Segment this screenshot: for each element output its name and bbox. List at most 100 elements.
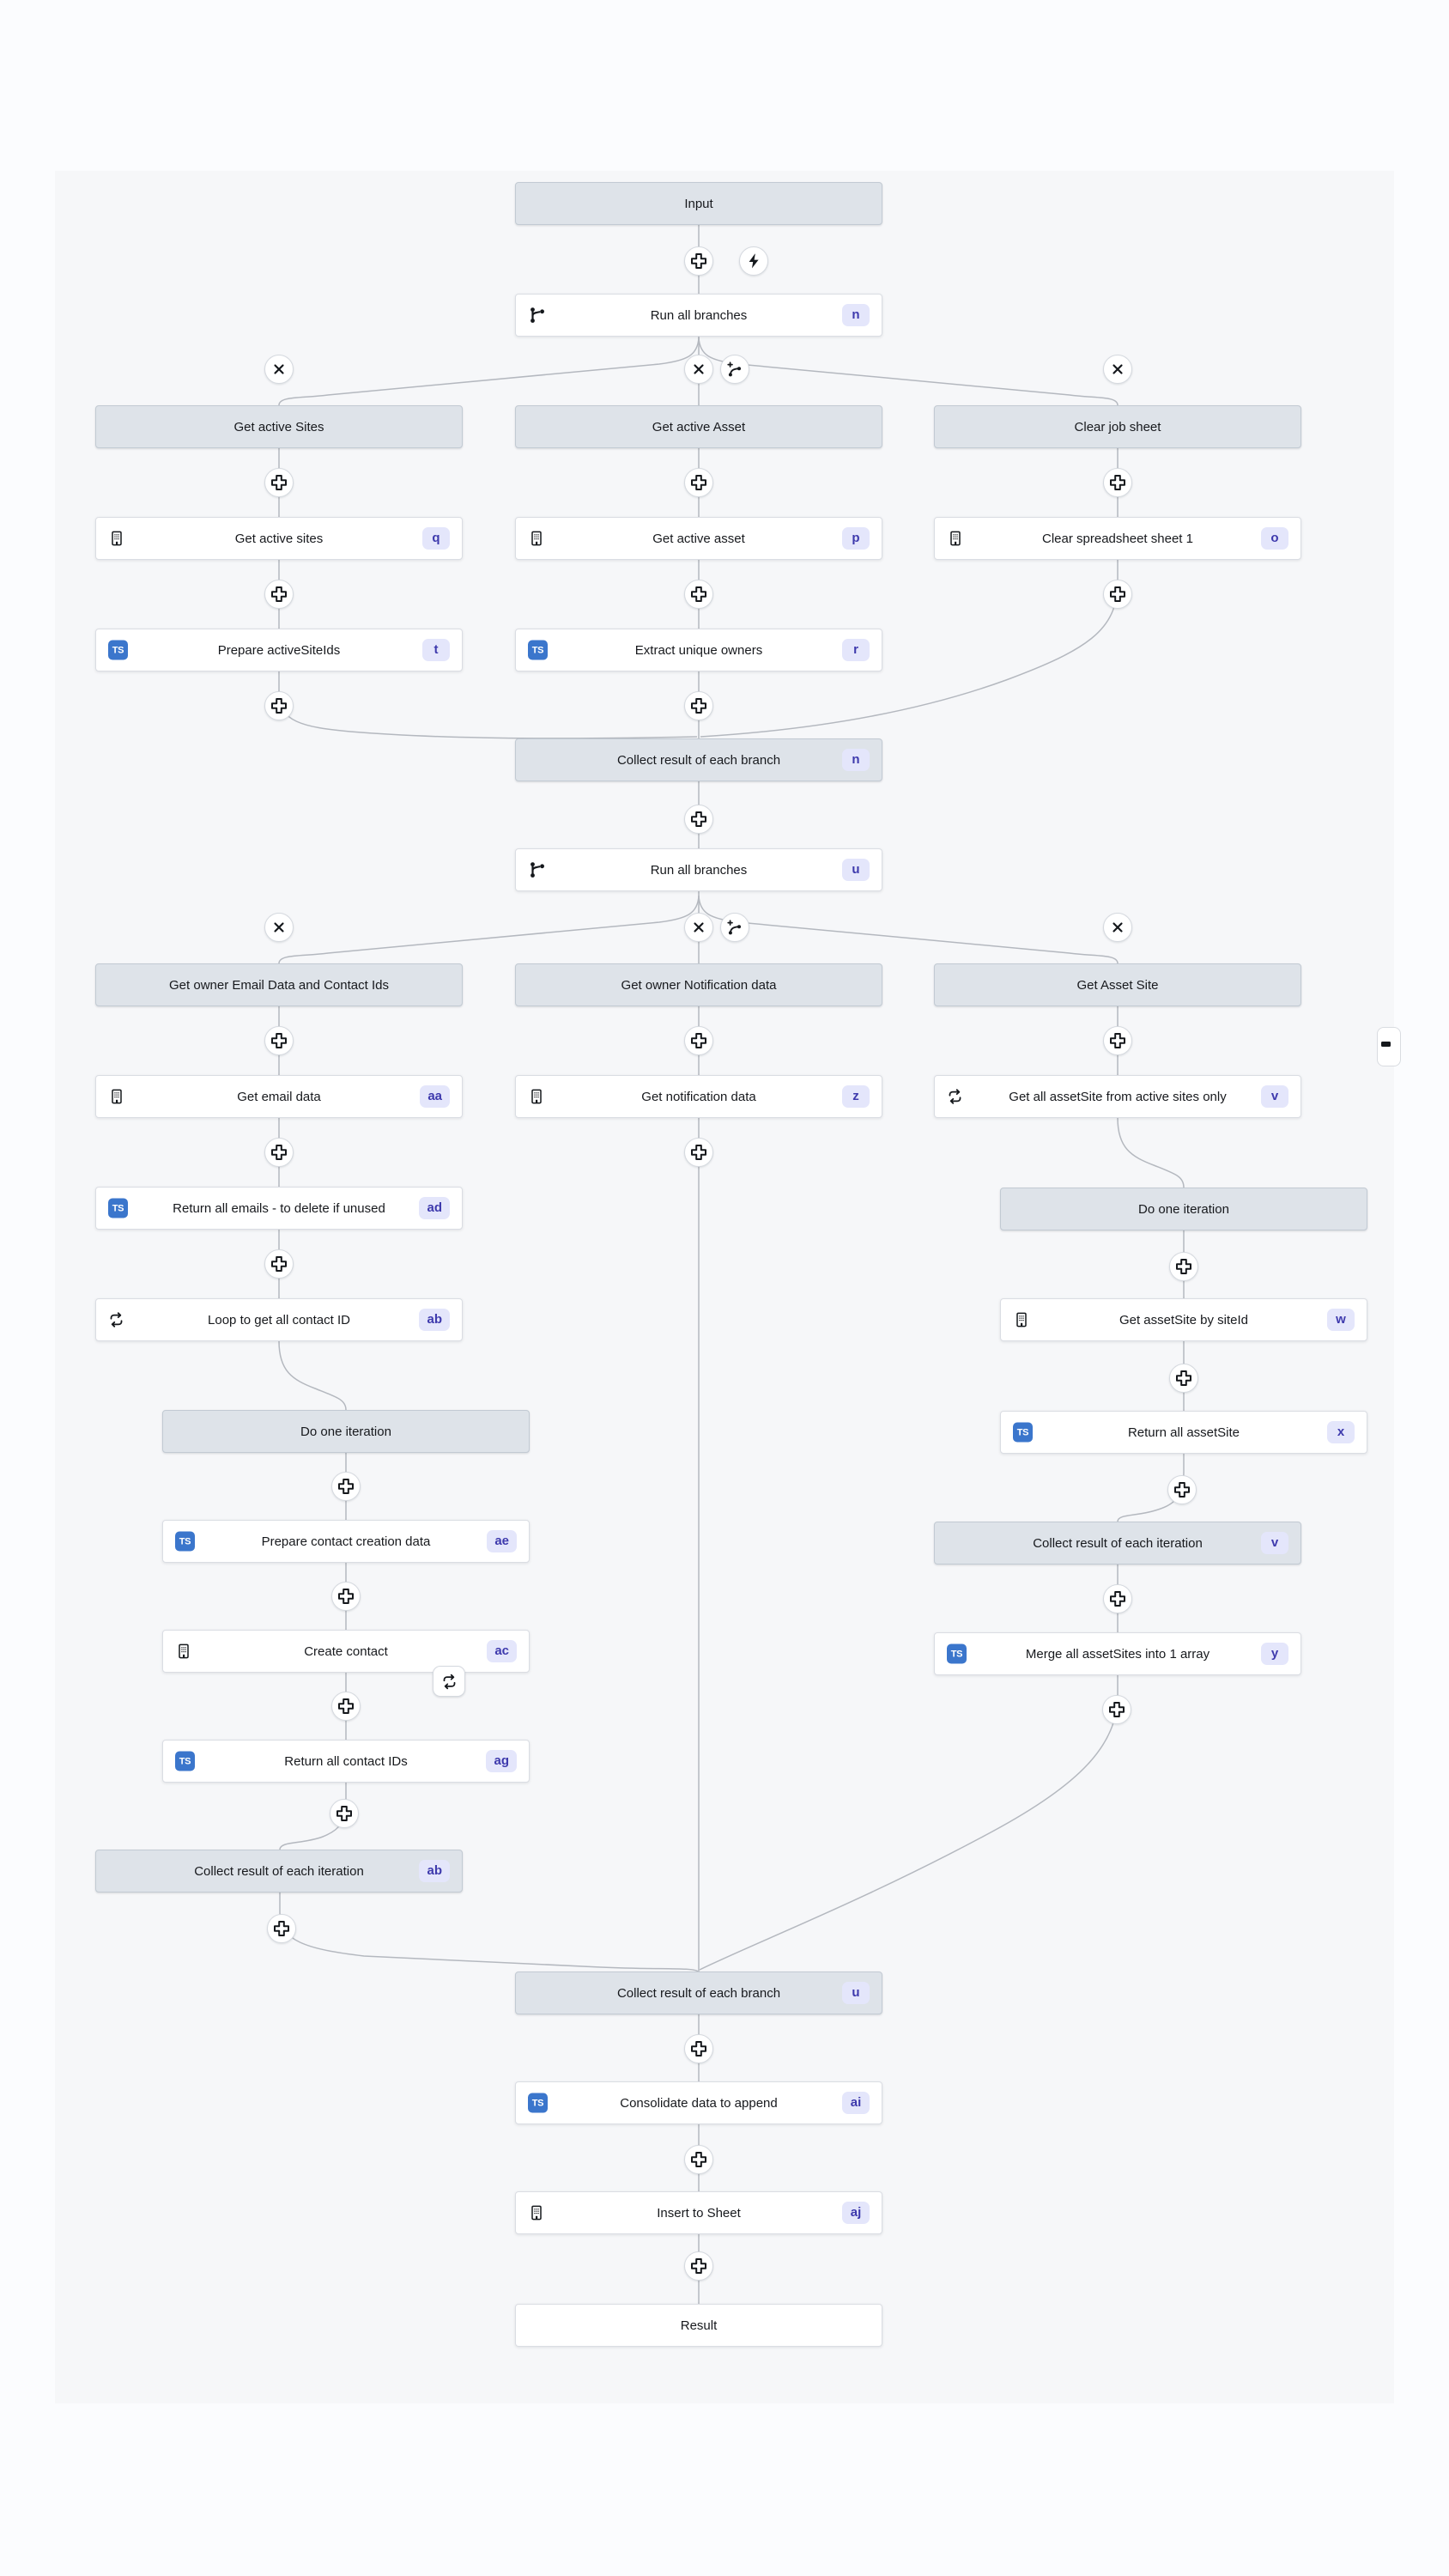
- block-id-badge: ab: [419, 1860, 450, 1882]
- node-hdr-get-asset-site[interactable]: Get Asset Site: [934, 963, 1301, 1006]
- add-block-button[interactable]: [264, 1026, 294, 1055]
- add-block-button[interactable]: [1103, 468, 1132, 497]
- plus-icon: [273, 1920, 290, 1937]
- node-get-all-assetsite[interactable]: Get all assetSite from active sites only…: [934, 1075, 1301, 1118]
- node-label: Prepare contact creation data: [261, 1534, 431, 1549]
- plus-icon: [1173, 1481, 1191, 1498]
- node-hdr-owner-notification[interactable]: Get owner Notification data: [515, 963, 882, 1006]
- delete-branch-button[interactable]: [1103, 913, 1132, 942]
- node-do-one-iteration-left[interactable]: Do one iteration: [162, 1410, 530, 1453]
- add-block-button[interactable]: [1103, 1026, 1132, 1055]
- node-label: Return all emails - to delete if unused: [173, 1200, 385, 1216]
- add-block-button[interactable]: [684, 2145, 713, 2174]
- node-hdr-get-active-asset[interactable]: Get active Asset: [515, 405, 882, 448]
- loop-icon: [108, 1312, 124, 1328]
- node-label: Get email data: [237, 1089, 321, 1104]
- node-result[interactable]: Result: [515, 2304, 882, 2347]
- ts-icon: TS: [528, 640, 548, 660]
- node-return-all-emails[interactable]: TS Return all emails - to delete if unuse…: [95, 1187, 463, 1230]
- add-block-button[interactable]: [684, 691, 713, 720]
- block-id-badge: t: [422, 639, 450, 661]
- delete-branch-button[interactable]: [264, 913, 294, 942]
- add-block-button[interactable]: [684, 1026, 713, 1055]
- node-hdr-clear-job-sheet[interactable]: Clear job sheet: [934, 405, 1301, 448]
- add-block-button[interactable]: [684, 468, 713, 497]
- add-block-button[interactable]: [330, 1799, 359, 1828]
- trigger-bolt-button[interactable]: [739, 246, 768, 276]
- add-block-button[interactable]: [1103, 580, 1132, 609]
- node-prepare-contact-creation[interactable]: TS Prepare contact creation data ae: [162, 1520, 530, 1563]
- delete-branch-button[interactable]: [684, 913, 713, 942]
- loop-icon: [947, 1089, 963, 1105]
- add-block-button[interactable]: [264, 1249, 294, 1279]
- block-id-badge: q: [422, 527, 450, 550]
- add-block-button[interactable]: [1167, 1475, 1197, 1504]
- add-block-button[interactable]: [1169, 1252, 1198, 1281]
- node-label: Merge all assetSites into 1 array: [1025, 1646, 1210, 1662]
- add-block-button[interactable]: [684, 805, 713, 834]
- add-block-button[interactable]: [684, 580, 713, 609]
- node-hdr-owner-email[interactable]: Get owner Email Data and Contact Ids: [95, 963, 463, 1006]
- add-block-button[interactable]: [264, 691, 294, 720]
- plus-icon: [690, 2257, 707, 2275]
- x-icon: [690, 919, 707, 936]
- handle-dash-icon: [1381, 1042, 1391, 1047]
- node-hdr-get-active-sites[interactable]: Get active Sites: [95, 405, 463, 448]
- plus-icon: [690, 2151, 707, 2168]
- block-id-badge: ae: [487, 1530, 517, 1552]
- node-label: Collect result of each branch: [616, 1985, 781, 2001]
- node-label: Consolidate data to append: [620, 2095, 778, 2111]
- delete-branch-button[interactable]: [264, 355, 294, 384]
- add-block-button[interactable]: [684, 2034, 713, 2063]
- ts-icon: TS: [108, 1198, 128, 1218]
- connector-edge: [1117, 1117, 1185, 1188]
- add-block-button[interactable]: [331, 1472, 361, 1501]
- add-block-button[interactable]: [264, 1138, 294, 1167]
- loop-tag-button[interactable]: [433, 1666, 465, 1697]
- ts-icon-label: TS: [175, 1531, 195, 1552]
- add-block-button[interactable]: [1103, 1584, 1132, 1613]
- add-block-button[interactable]: [264, 580, 294, 609]
- add-block-button[interactable]: [684, 2251, 713, 2281]
- delete-branch-button[interactable]: [684, 355, 713, 384]
- add-block-button[interactable]: [684, 246, 713, 276]
- add-branch-button[interactable]: [720, 355, 749, 384]
- add-block-button[interactable]: [1169, 1364, 1198, 1393]
- delete-branch-button[interactable]: [1103, 355, 1132, 384]
- add-block-button[interactable]: [1102, 1695, 1131, 1724]
- add-block-button[interactable]: [331, 1692, 361, 1721]
- add-block-button[interactable]: [684, 1138, 713, 1167]
- node-label: Input: [684, 196, 713, 211]
- node-do-one-iteration-right[interactable]: Do one iteration: [1000, 1188, 1367, 1230]
- node-label: Get active Sites: [233, 419, 324, 434]
- add-block-button[interactable]: [331, 1582, 361, 1611]
- x-icon: [1109, 919, 1126, 936]
- node-input[interactable]: Input: [515, 182, 882, 225]
- add-block-button[interactable]: [267, 1914, 296, 1943]
- add-branch-button[interactable]: [720, 913, 749, 942]
- x-icon: [1109, 361, 1126, 378]
- add-block-button[interactable]: [264, 468, 294, 497]
